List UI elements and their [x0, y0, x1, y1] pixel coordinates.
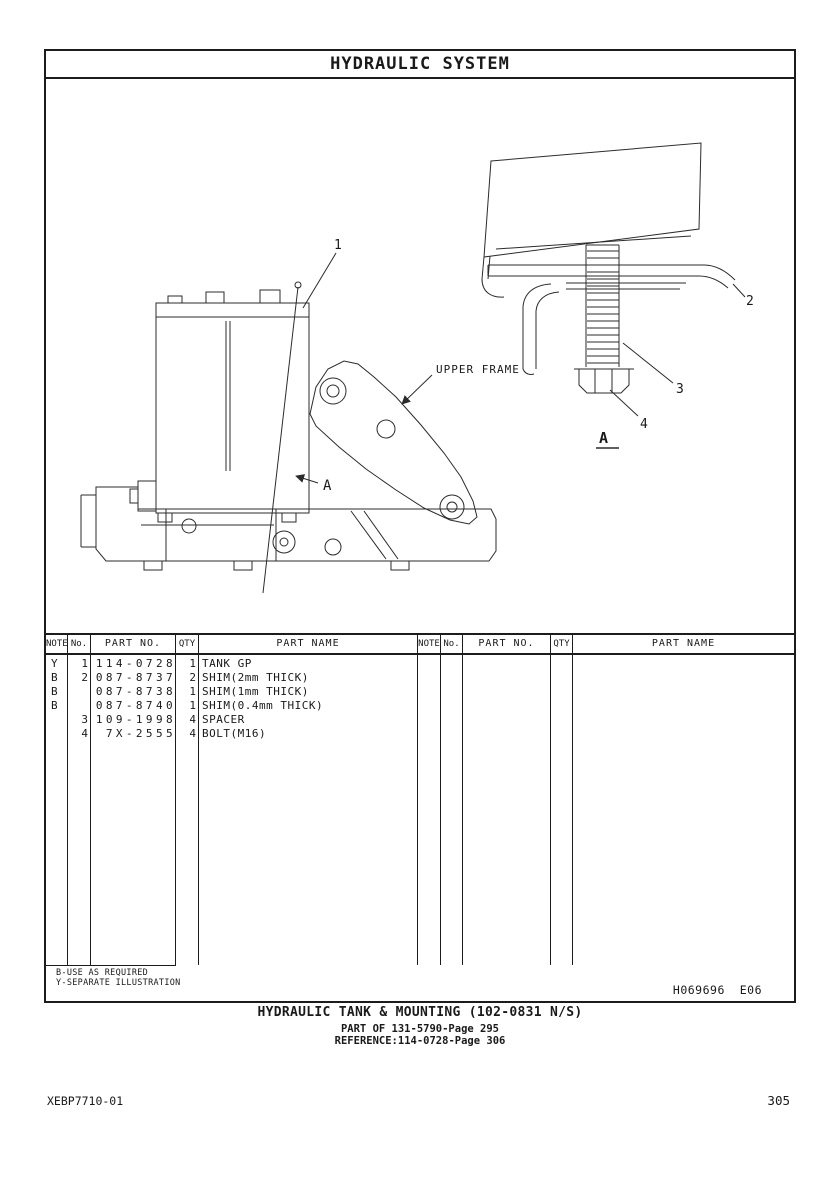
page-number: 305 [767, 1093, 790, 1108]
note-cell: B [51, 699, 58, 712]
callout-4: 4 [640, 417, 648, 432]
callout-1: 1 [334, 238, 342, 253]
column-divider [175, 655, 176, 965]
frame-panel [483, 142, 702, 258]
table-row: 4 7X-2555 4 BOLT(M16) [46, 727, 794, 741]
footnote-y: Y-SEPARATE ILLUSTRATION [56, 978, 181, 988]
table-row: B 087-8740 1 SHIM(0.4mm THICK) [46, 699, 794, 713]
qty-cell: 1 [189, 657, 196, 670]
note-cell [46, 727, 68, 741]
hydraulic-tank-outline [129, 289, 310, 514]
callout-3: 3 [676, 382, 684, 397]
document-code: H069696 E06 [672, 983, 762, 997]
upper-frame-arrow [401, 374, 433, 405]
callout-2: 2 [746, 294, 754, 309]
column-divider [90, 655, 91, 965]
title-band: HYDRAULIC SYSTEM [46, 51, 794, 79]
part-no-cell: 7X-2555 [105, 727, 176, 740]
no-cell: 3 [81, 713, 88, 726]
part-no-cell: 087-8738 [95, 685, 176, 698]
qty-cell: 2 [189, 671, 196, 684]
qty-cell: 1 [189, 699, 196, 712]
detail-a-view [481, 142, 746, 449]
no-cell: 4 [81, 727, 88, 740]
mounting-bolt [574, 244, 634, 394]
no-cell [68, 699, 91, 713]
part-no-cell: 087-8737 [95, 671, 176, 684]
technical-drawing: 1 2 3 4 UPPER FRAME A A [80, 142, 754, 594]
column-divider [417, 655, 418, 965]
table-header-row: NOTE No. PART NO. QTY PART NAME NOTE No.… [46, 635, 794, 655]
form-number: XEBP7710-01 [47, 1094, 124, 1108]
header-partno-right: PART NO. [463, 635, 551, 653]
part-name-cell: SHIM(1mm THICK) [202, 685, 309, 698]
caption-reference: REFERENCE:114-0728-Page 306 [334, 1035, 506, 1047]
detail-a-title: A [599, 429, 608, 447]
table-footnotes: B-USE AS REQUIRED Y-SEPARATE ILLUSTRATIO… [56, 968, 181, 988]
column-divider [550, 655, 551, 965]
table-row: 3 109-1998 4 SPACER [46, 713, 794, 727]
part-name-cell: BOLT(M16) [202, 727, 267, 740]
header-partname-right: PART NAME [651, 638, 716, 649]
no-cell: 1 [81, 657, 88, 670]
note-cell [46, 713, 68, 727]
header-note-left: NOTE [46, 635, 68, 653]
table-row: B 087-8738 1 SHIM(1mm THICK) [46, 685, 794, 699]
callout-2-leader [732, 283, 746, 298]
section-a-arrow [295, 474, 319, 484]
header-qty-left: QTY [176, 635, 199, 653]
hook-bracket [522, 283, 552, 369]
qty-cell: 4 [189, 713, 196, 726]
header-partname-left: PART NAME [199, 635, 418, 653]
header-note-right: NOTE [418, 635, 441, 653]
qty-cell: 1 [189, 685, 196, 698]
note-cell: B [51, 685, 58, 698]
table-body: Y 1 114-0728 1 TANK GP B 2 087-8737 2 SH… [46, 655, 794, 965]
dipstick-rod [262, 281, 302, 594]
no-cell [68, 685, 91, 699]
part-name-cell: TANK GP [202, 657, 252, 670]
caption-title: HYDRAULIC TANK & MOUNTING (102-0831 N/S) [257, 1005, 583, 1020]
qty-cell: 4 [189, 727, 196, 740]
column-divider [462, 655, 463, 965]
header-no-left: No. [68, 635, 91, 653]
header-qty-right: QTY [551, 635, 573, 653]
footnotes-divider [46, 965, 176, 966]
part-no-cell: 109-1998 [95, 713, 176, 726]
callout-1-leader [302, 252, 337, 309]
note-cell: Y [51, 657, 58, 670]
part-name-cell: SHIM(2mm THICK) [202, 671, 309, 684]
column-divider [198, 655, 199, 965]
header-no-right: No. [441, 635, 463, 653]
page-caption: HYDRAULIC TANK & MOUNTING (102-0831 N/S)… [0, 1005, 840, 1047]
callout-3-leader [622, 342, 674, 384]
lower-frame [80, 486, 497, 571]
upper-frame-label: UPPER FRAME [436, 363, 520, 376]
shim-stack [566, 282, 686, 290]
table-row: B 2 087-8737 2 SHIM(2mm THICK) [46, 671, 794, 685]
no-cell: 2 [81, 671, 88, 684]
part-name-cell: SHIM(0.4mm THICK) [202, 699, 324, 712]
column-divider [440, 655, 441, 965]
column-divider [67, 655, 68, 965]
caption-part-of: PART OF 131-5790-Page 295 [340, 1023, 500, 1035]
page-title: HYDRAULIC SYSTEM [330, 54, 510, 74]
column-divider [572, 655, 573, 965]
footnote-b: B-USE AS REQUIRED [56, 968, 149, 978]
parts-table: NOTE No. PART NO. QTY PART NAME NOTE No.… [46, 633, 794, 1001]
part-name-cell: SPACER [202, 713, 245, 726]
table-row: Y 1 114-0728 1 TANK GP [46, 657, 794, 671]
part-no-cell: 087-8740 [95, 699, 176, 712]
border-frame: HYDRAULIC SYSTEM [44, 49, 796, 1003]
section-a-marker: A [323, 478, 332, 494]
mount-plate [488, 264, 736, 281]
callout-4-leader [609, 389, 639, 417]
header-partno-left: PART NO. [91, 635, 176, 653]
upper-frame-bracket [309, 360, 478, 525]
part-no-cell: 114-0728 [95, 657, 176, 670]
note-cell: B [51, 671, 58, 684]
